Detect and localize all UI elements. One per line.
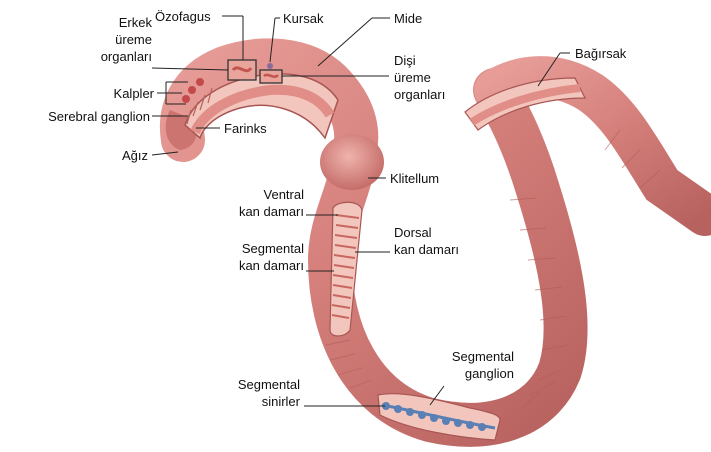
label-male-line2: üreme <box>60 31 152 48</box>
label-segmental-nerves: Segmental sinirler <box>200 376 300 410</box>
label-female-reproductive-organs: Dişi üreme organları <box>394 52 445 103</box>
label-female-line1: Dişi <box>394 52 445 69</box>
label-female-line3: organları <box>394 86 445 103</box>
label-clitellum: Klitellum <box>390 170 439 187</box>
label-segmental-vessel-line2: kan damarı <box>200 257 304 274</box>
label-male-reproductive-organs: Erkek üreme organları <box>60 14 152 65</box>
label-ventral-line2: kan damarı <box>200 203 304 220</box>
label-ventral-blood-vessel: Ventral kan damarı <box>200 186 304 220</box>
label-segmental-nerves-line1: Segmental <box>200 376 300 393</box>
label-esophagus: Özofagus <box>155 8 211 25</box>
label-mouth: Ağız <box>60 147 148 164</box>
label-male-line3: organları <box>60 48 152 65</box>
label-intestine: Bağırsak <box>575 45 626 62</box>
label-segmental-vessel-line1: Segmental <box>200 240 304 257</box>
label-segmental-nerves-line2: sinirler <box>200 393 300 410</box>
label-ventral-line1: Ventral <box>200 186 304 203</box>
label-stomach: Mide <box>394 10 422 27</box>
label-dorsal-line2: kan damarı <box>394 241 459 258</box>
label-pharynx: Farinks <box>224 120 267 137</box>
label-hearts: Kalpler <box>40 85 154 102</box>
label-segmental-ganglion-line1: Segmental <box>410 348 514 365</box>
label-cerebral-ganglion: Serebral ganglion <box>4 108 150 125</box>
clitellum-shape <box>320 134 384 190</box>
label-segmental-blood-vessel: Segmental kan damarı <box>200 240 304 274</box>
label-male-line1: Erkek <box>60 14 152 31</box>
label-crop: Kursak <box>283 10 323 27</box>
label-dorsal-blood-vessel: Dorsal kan damarı <box>394 224 459 258</box>
label-dorsal-line1: Dorsal <box>394 224 459 241</box>
label-segmental-ganglion-line2: ganglion <box>410 365 514 382</box>
label-female-line2: üreme <box>394 69 445 86</box>
label-segmental-ganglion: Segmental ganglion <box>410 348 514 382</box>
